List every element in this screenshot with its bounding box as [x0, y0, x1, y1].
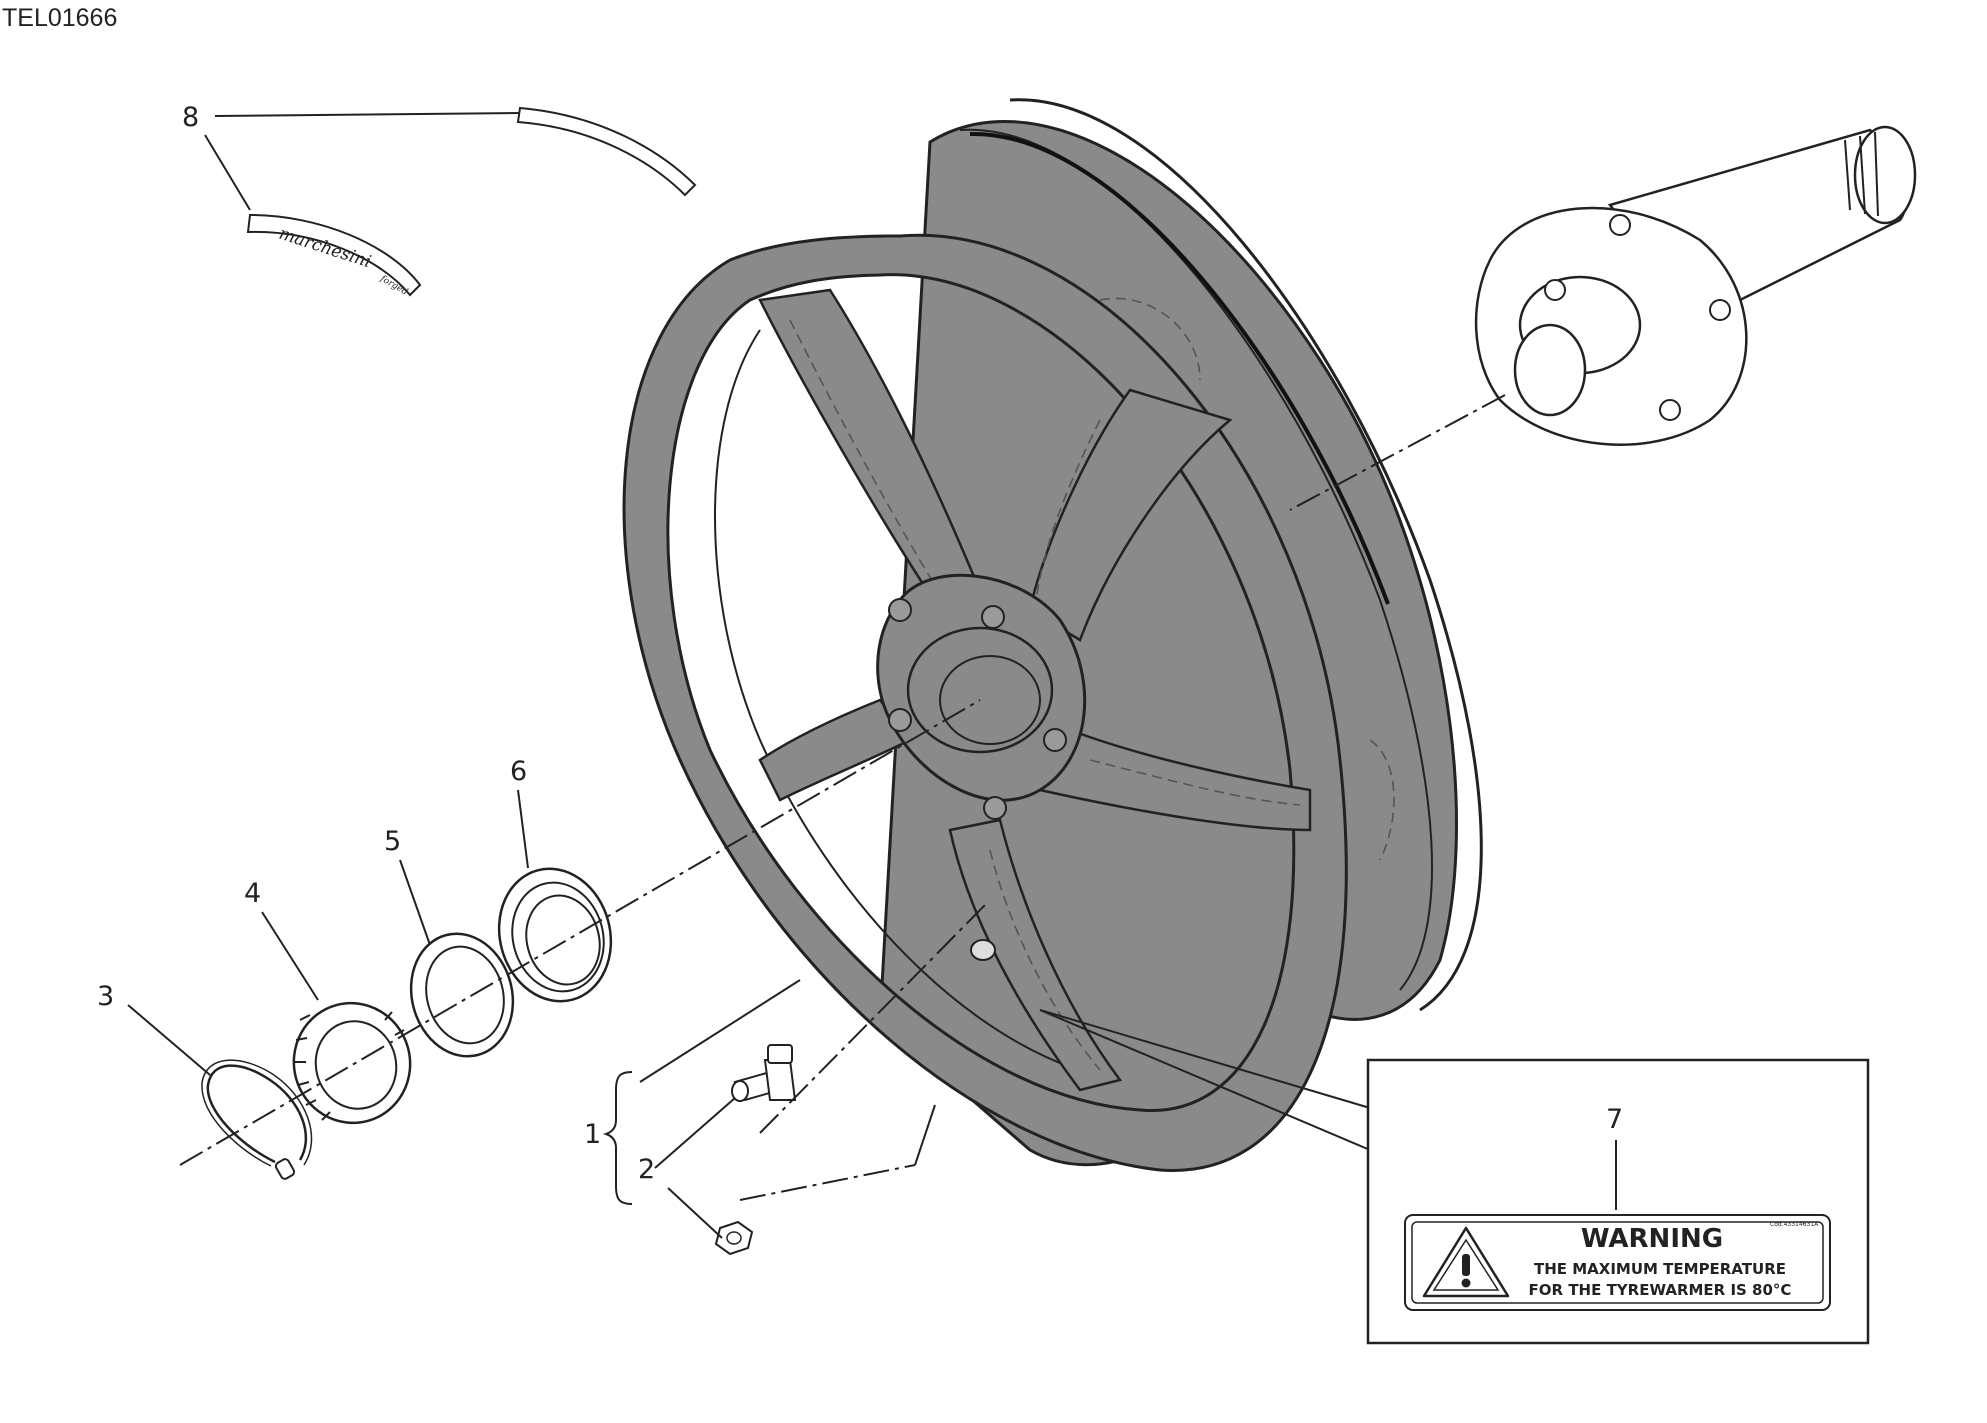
callout-6: 6 [510, 756, 527, 787]
callout-8: 8 [182, 102, 199, 133]
callout-3: 3 [97, 981, 114, 1012]
callout-2: 2 [638, 1154, 655, 1185]
wheel [622, 98, 1483, 1172]
drawing-code: TEL01666 [2, 4, 117, 32]
callout-1: 1 [584, 1119, 601, 1150]
warning-code: Cod.43314631A [1770, 1221, 1819, 1228]
hub-flange-axle [1474, 125, 1917, 446]
valve-nut [714, 1220, 754, 1256]
callout-5: 5 [384, 826, 401, 857]
wheel-hub [876, 573, 1087, 820]
warning-triangle-icon [1422, 1226, 1510, 1298]
warning-label: Cod.43314631A WARNING THE MAXIMUM TEMPER… [1404, 1214, 1831, 1311]
rim-sticker: marchesini forged [246, 106, 697, 298]
bearing-seal [497, 867, 613, 1003]
callout-4: 4 [244, 878, 261, 909]
callout-7: 7 [1606, 1104, 1623, 1135]
circlip [201, 1059, 313, 1180]
ring-nut [292, 1001, 412, 1125]
warning-line-1: THE MAXIMUM TEMPERATURE [1534, 1260, 1786, 1278]
washer [409, 932, 515, 1058]
valve [731, 1044, 797, 1102]
warning-line-2: FOR THE TYREWARMER IS 80°C [1529, 1281, 1792, 1299]
warning-title: WARNING [1581, 1224, 1723, 1254]
